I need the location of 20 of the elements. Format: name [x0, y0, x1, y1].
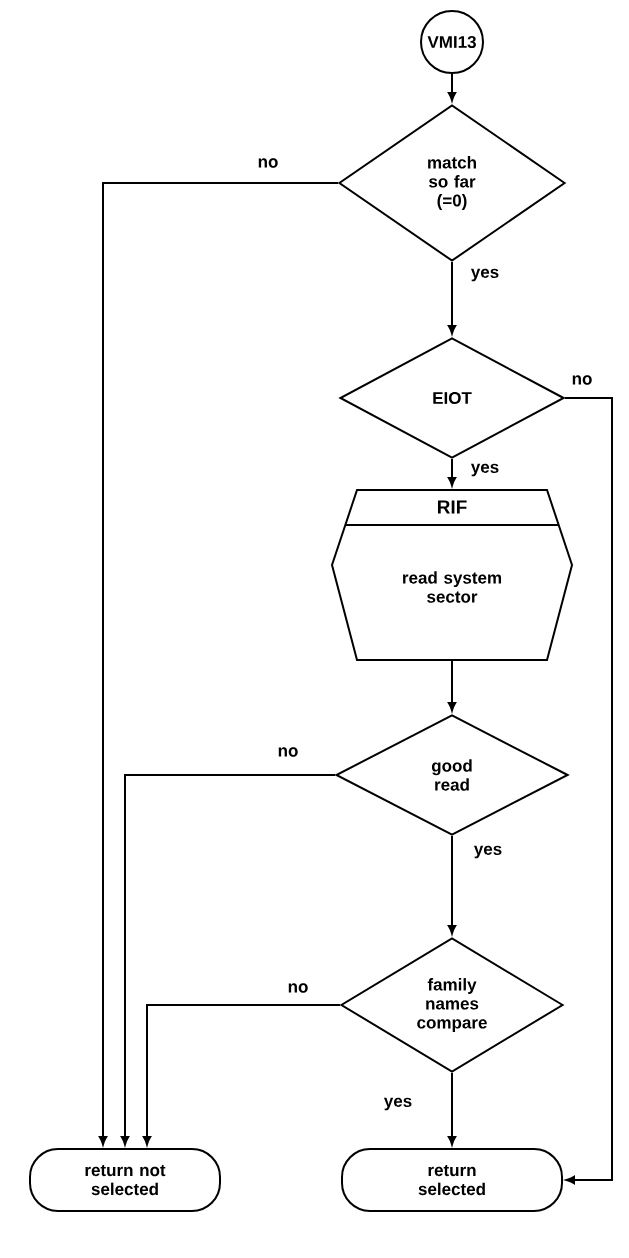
- edge-label: yes: [468, 461, 502, 479]
- arrow: [564, 397, 613, 1185]
- terminal-box: return not selected: [29, 1148, 221, 1212]
- terminal-box: return selected: [341, 1148, 563, 1212]
- arrow: [142, 1004, 341, 1146]
- arrow: [447, 261, 457, 335]
- arrow: [120, 774, 336, 1146]
- edge-label: yes: [468, 266, 502, 284]
- arrow: [98, 182, 339, 1146]
- arrow: [447, 660, 457, 712]
- arrow: [447, 458, 457, 487]
- edge-label: no: [275, 745, 301, 759]
- edge-label: no: [285, 981, 311, 995]
- edge-label: no: [255, 156, 281, 170]
- arrow: [447, 835, 457, 935]
- edge-label: no: [569, 373, 595, 387]
- edge-label: yes: [471, 843, 505, 861]
- arrow: [447, 1071, 457, 1146]
- edge-label: yes: [381, 1095, 415, 1113]
- arrow: [447, 73, 457, 102]
